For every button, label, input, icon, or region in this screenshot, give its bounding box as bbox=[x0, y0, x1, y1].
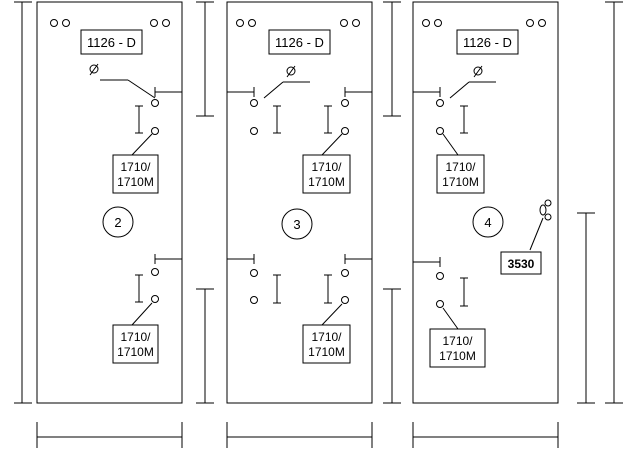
upper-device-box bbox=[302, 154, 351, 194]
panel-1-outline bbox=[36, 1, 183, 404]
lower-device-box bbox=[112, 324, 159, 364]
upper-device-label-line2: 1710M bbox=[117, 175, 154, 189]
side-device bbox=[529, 199, 552, 251]
panel-2-outline bbox=[226, 1, 373, 404]
dimension-lines bbox=[14, 1, 623, 448]
indicator-dot bbox=[526, 19, 534, 27]
header-code: 1126 - D bbox=[275, 35, 324, 50]
panel-2: 1126 - D 1710/ 1710M 3 bbox=[226, 1, 373, 404]
panel-3-outline bbox=[412, 1, 559, 404]
indicator-dot bbox=[538, 19, 546, 27]
lower-device-label-line2: 1710M bbox=[439, 349, 476, 363]
header-code: 1126 - D bbox=[87, 35, 136, 50]
indicator-dot bbox=[150, 19, 158, 27]
indicator-dot bbox=[248, 19, 256, 27]
lower-device-label-line1: 1710/ bbox=[311, 330, 342, 344]
panel-number-circle bbox=[281, 208, 313, 240]
upper-switch bbox=[227, 65, 372, 156]
header-code-box bbox=[268, 29, 331, 55]
panel-number: 4 bbox=[484, 215, 491, 230]
lower-switch bbox=[227, 254, 372, 326]
header-code: 1126 - D bbox=[463, 35, 512, 50]
lower-device-box bbox=[302, 324, 351, 364]
indicator-dot bbox=[50, 19, 58, 27]
indicator-dot bbox=[340, 19, 348, 27]
upper-device-label-line1: 1710/ bbox=[445, 160, 476, 174]
lower-switch bbox=[413, 257, 468, 330]
lower-device-label-line2: 1710M bbox=[308, 345, 345, 359]
panel-number: 3 bbox=[293, 217, 300, 232]
upper-device-label-line1: 1710/ bbox=[120, 160, 151, 174]
lower-device-label-line1: 1710/ bbox=[120, 330, 151, 344]
lower-device-label-line2: 1710M bbox=[117, 345, 154, 359]
upper-device-label-line1: 1710/ bbox=[311, 160, 342, 174]
lower-switch bbox=[131, 254, 182, 326]
panel-3: 1126 - D 1710/ 1710M 4 3530 bbox=[412, 1, 559, 404]
header-code-box bbox=[456, 29, 519, 55]
lower-device-label-line1: 1710/ bbox=[442, 334, 473, 348]
panel-1: 1126 - D 1710/ 1710M 2 bbox=[36, 1, 183, 404]
lower-device-box bbox=[429, 328, 486, 368]
indicator-dot bbox=[434, 19, 442, 27]
upper-device-box bbox=[436, 154, 485, 194]
indicator-dot bbox=[236, 19, 244, 27]
upper-switch bbox=[413, 65, 496, 156]
upper-device-box bbox=[112, 154, 159, 194]
side-device-box bbox=[500, 251, 542, 275]
side-device-label: 3530 bbox=[508, 257, 535, 271]
panel-number: 2 bbox=[114, 215, 121, 230]
indicator-dot bbox=[62, 19, 70, 27]
upper-device-label-line2: 1710M bbox=[442, 175, 479, 189]
header-code-box bbox=[80, 29, 143, 55]
panel-number-circle bbox=[472, 206, 504, 238]
upper-switch bbox=[89, 63, 182, 156]
panel-number-circle bbox=[102, 206, 134, 238]
indicator-dot bbox=[352, 19, 360, 27]
upper-device-label-line2: 1710M bbox=[308, 175, 345, 189]
indicator-dot bbox=[162, 19, 170, 27]
indicator-dot bbox=[422, 19, 430, 27]
